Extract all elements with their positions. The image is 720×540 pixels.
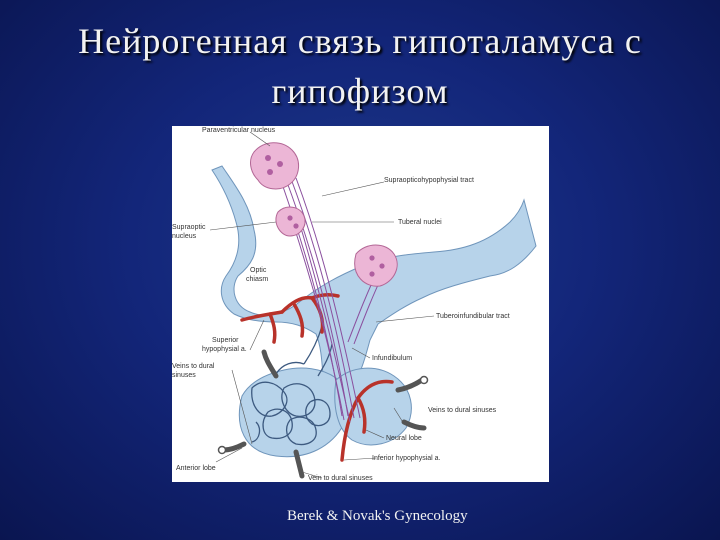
label-vein-bottom: Vein to dural sinuses — [308, 475, 373, 482]
slide-title: Нейрогенная связь гипоталамуса с гипофиз… — [20, 16, 700, 116]
slide-title-line-2: гипофизом — [271, 71, 449, 111]
label-infundibulum: Infundibulum — [372, 355, 412, 362]
slide-title-line-1: Нейрогенная связь гипоталамуса с — [78, 21, 642, 61]
paraventricular-nucleus-shape — [250, 142, 299, 190]
label-supraoptic-line-1: Supraoptic — [172, 224, 206, 231]
label-inferior: Inferior hypophysial a. — [372, 455, 441, 462]
vein-end-marker — [217, 445, 227, 455]
label-superior-line-1: Superior — [212, 337, 239, 344]
label-optic-line-1: Optic — [250, 267, 267, 274]
label-optic-line-2: chiasm — [246, 276, 268, 283]
label-veins-left-line-1: Veins to dural — [172, 363, 215, 370]
anterior-lobe-shape — [238, 367, 348, 458]
label-tuberal: Tuberal nuclei — [398, 219, 442, 226]
supraoptic-nucleus-shape — [275, 206, 306, 237]
anatomy-diagram: Paraventricular nucleus Supraopticohypop… — [172, 126, 549, 482]
label-veins-left-line-2: sinuses — [172, 372, 196, 379]
label-leader-lines — [209, 131, 435, 479]
label-neural-lobe: Neural lobe — [386, 435, 422, 442]
label-supraoptic-line-2: nucleus — [172, 233, 197, 240]
label-anterior-lobe: Anterior lobe — [176, 465, 216, 472]
nerve-tracts — [277, 171, 387, 423]
diagram-canvas: Paraventricular nucleus Supraopticohypop… — [172, 127, 537, 482]
tuberal-nuclei-shape — [354, 244, 398, 287]
vein-end-marker — [419, 375, 429, 385]
source-caption: Berek & Novak's Gynecology — [287, 508, 468, 524]
hypophysial-arteries — [240, 292, 394, 462]
portal-plexus — [251, 325, 333, 446]
label-tuberoinfundibular: Tuberoinfundibular tract — [436, 313, 510, 320]
label-veins-right: Veins to dural sinuses — [428, 407, 497, 414]
label-paraventricular: Paraventricular nucleus — [202, 127, 276, 134]
label-superior-line-2: hypophysial a. — [202, 346, 247, 353]
label-supraopticohypophysial: Supraopticohypophysial tract — [384, 177, 474, 184]
